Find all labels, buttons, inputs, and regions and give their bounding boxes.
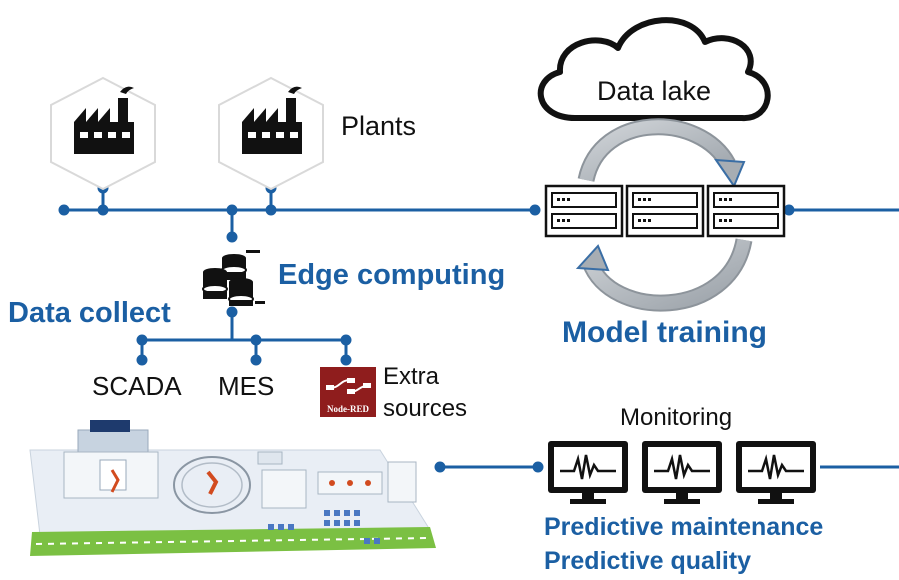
data-lake-label: Data lake <box>597 76 712 106</box>
monitoring-label: Monitoring <box>620 404 733 431</box>
node-red-label: Node-RED <box>327 404 369 414</box>
edge-computing-label: Edge computing <box>278 259 506 291</box>
data-collect-label: Data collect <box>8 297 171 329</box>
plants-label: Plants <box>341 111 417 141</box>
extra-sources-label-line1: Extra <box>383 363 440 390</box>
training-cycle-arrows <box>575 118 753 312</box>
plant-1-node <box>50 76 156 191</box>
plant-2-node <box>218 76 324 191</box>
cloud-icon <box>537 17 771 122</box>
model-training-label: Model training <box>562 316 767 349</box>
node-red-logo <box>320 367 376 417</box>
monitor-icon <box>546 439 818 506</box>
extra-sources-label-line2: sources <box>383 395 468 422</box>
scada-label: SCADA <box>92 371 182 401</box>
database-icon <box>202 250 265 306</box>
predictive-quality-label: Predictive quality <box>544 547 752 575</box>
server-rack-icon <box>544 184 786 238</box>
predictive-maintenance-label: Predictive maintenance <box>544 513 824 541</box>
monitoring-line <box>434 461 899 473</box>
mes-label: MES <box>218 371 275 401</box>
data-collect-lines <box>136 306 352 366</box>
factory-floor-illustration <box>29 420 436 556</box>
